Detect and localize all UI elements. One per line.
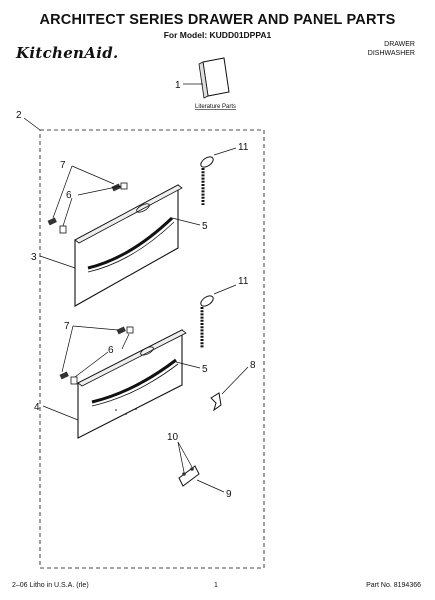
upper-drawer-panel <box>74 184 183 307</box>
callout-4: 4 <box>34 402 40 413</box>
clip-part <box>210 392 222 412</box>
litho-note: 2–06 Litho in U.S.A. (rle) <box>12 582 89 589</box>
upper-spring-hardware <box>200 156 214 205</box>
callout-7-upper: 7 <box>60 160 66 171</box>
callout-11-lower: 11 <box>238 276 249 287</box>
callout-6-lower: 6 <box>108 345 114 356</box>
callout-1: 1 <box>175 80 181 91</box>
callout-11-upper: 11 <box>238 142 249 153</box>
upper-screws <box>47 182 128 234</box>
category-line-drawer: DRAWER <box>384 41 415 48</box>
callout-2: 2 <box>16 110 22 121</box>
page-title: ARCHITECT SERIES DRAWER AND PANEL PARTS <box>39 12 396 28</box>
part-number: Part No. 8194366 <box>366 582 421 589</box>
model-subtitle: For Model: KUDD01DPPA1 <box>163 30 272 40</box>
lower-screws <box>59 326 134 385</box>
callout-8: 8 <box>250 360 256 371</box>
literature-parts-label: Literature Parts <box>195 104 236 110</box>
callout-9: 9 <box>226 489 232 500</box>
callout-7-lower: 7 <box>64 321 70 332</box>
callout-5-lower: 5 <box>202 364 208 375</box>
category-line-dishwasher: DISHWASHER <box>367 50 415 57</box>
callout-5-upper: 5 <box>202 221 208 232</box>
category-label: DRAWER DISHWASHER <box>368 40 415 58</box>
callout-3: 3 <box>31 252 37 263</box>
page-number: 1 <box>214 582 218 589</box>
brand-logo: KitchenAid. <box>16 44 119 62</box>
leader-2 <box>23 117 41 131</box>
callout-6-upper: 6 <box>66 190 72 201</box>
lower-spring-hardware <box>200 295 214 348</box>
literature-booklet <box>198 57 230 99</box>
mounting-bracket <box>178 465 200 487</box>
leader-3 <box>39 255 76 269</box>
callout-10: 10 <box>167 432 179 443</box>
lower-drawer-panel <box>77 329 187 439</box>
leader-4 <box>42 405 79 421</box>
assembly-boundary <box>39 129 265 569</box>
